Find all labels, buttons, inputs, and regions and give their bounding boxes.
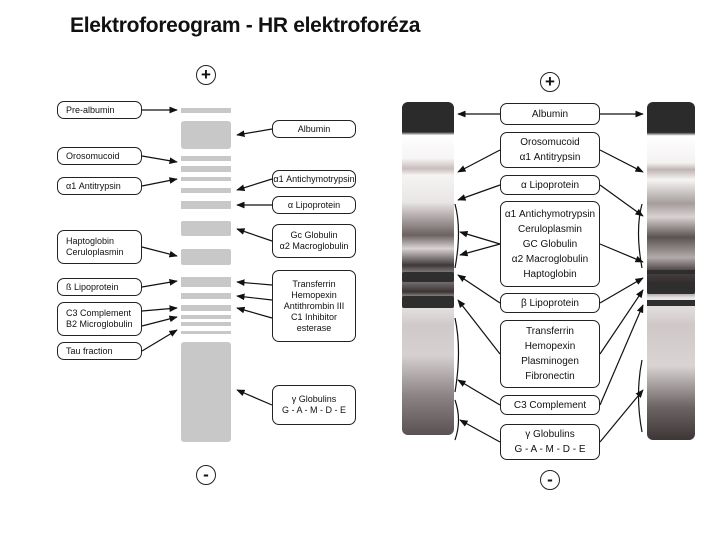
band-a1-antitrypsin-2 — [181, 177, 231, 181]
label-g-globulins-right: γ Globulins G - A - M - D - E — [500, 424, 600, 460]
band-prealbumin — [181, 108, 231, 113]
label-b-lipoprotein: ß Lipoprotein — [57, 278, 142, 296]
label-gc-a2-left: Gc Globulin α2 Macroglobulin — [272, 224, 356, 258]
label-prealbumin: Pre-albumin — [57, 101, 142, 119]
label-tau-fraction: Tau fraction — [57, 342, 142, 360]
page-title: Elektroforeogram - HR elektroforéza — [70, 14, 421, 37]
band-hemopexin — [181, 293, 231, 299]
label-alpha2-group-right: α1 Antichymotrypsin Ceruloplasmin GC Glo… — [500, 201, 600, 287]
label-transferrin-group-left: Transferrin Hemopexin Antithrombin III C… — [272, 270, 356, 342]
band-haptoglobin — [181, 249, 231, 265]
label-g-globulins-left: γ Globulins G - A - M - D - E — [272, 385, 356, 425]
band-transferrin — [181, 277, 231, 287]
band-b2 — [181, 315, 231, 319]
positive-pole-icon: + — [196, 65, 216, 85]
label-orosomucoid: Orosomucoid — [57, 147, 142, 165]
label-a-lipoprotein-right: α Lipoprotein — [500, 175, 600, 195]
band-orosomucoid — [181, 156, 231, 161]
label-orosomucoid-right: Orosomucoid α1 Antitrypsin — [500, 132, 600, 168]
label-beta-group-right: Transferrin Hemopexin Plasminogen Fibron… — [500, 320, 600, 388]
band-a-lipoprotein — [181, 201, 231, 209]
band-c3 — [181, 305, 231, 311]
label-b-lipoprotein-right: β Lipoprotein — [500, 293, 600, 313]
label-a1-antichymotrypsin-left: α1 Antichymotrypsin — [272, 170, 356, 188]
label-c3-complement-right: C3 Complement — [500, 395, 600, 415]
label-haptoglobin-ceruloplasmin: Haptoglobin Ceruloplasmin — [57, 230, 142, 264]
negative-pole-icon: - — [196, 465, 216, 485]
label-a-lipoprotein-left: α Lipoprotein — [272, 196, 356, 214]
band-a1-antichymotrypsin — [181, 188, 231, 193]
band-a2-macroglobulin — [181, 221, 231, 236]
label-albumin-right: Albumin — [500, 103, 600, 125]
label-c3-b2: C3 Complement B2 Microglobulin — [57, 302, 142, 336]
label-albumin-left: Albumin — [272, 120, 356, 138]
gel-strip-left — [402, 102, 454, 435]
label-a1-antitrypsin: α1 Antitrypsin — [57, 177, 142, 195]
band-tau-1 — [181, 322, 231, 326]
negative-pole-icon: - — [540, 470, 560, 490]
band-g-globulins — [181, 342, 231, 442]
band-a1-antitrypsin-1 — [181, 166, 231, 172]
band-tau-2 — [181, 331, 231, 334]
positive-pole-icon: + — [540, 72, 560, 92]
band-albumin — [181, 121, 231, 149]
